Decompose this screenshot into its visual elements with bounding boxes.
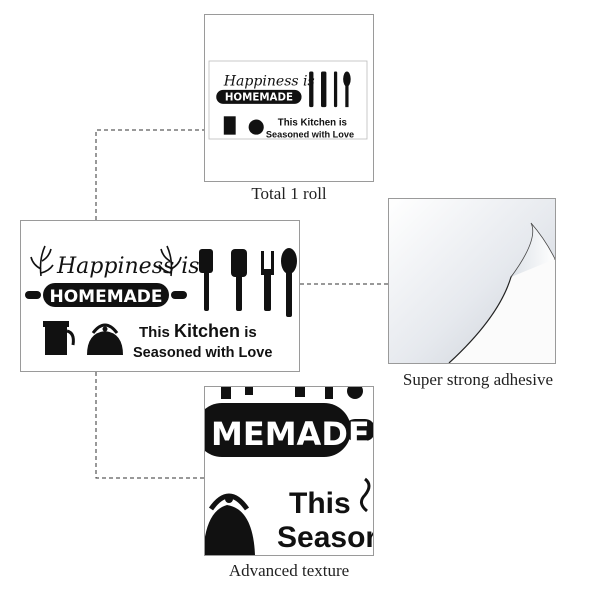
leaf-sprig-right-icon	[158, 245, 182, 277]
leaf-sprig-left-icon	[30, 245, 54, 277]
roll-decal-preview: Happiness is HOMEMADE This Kitchen is Se…	[208, 60, 368, 140]
roll-panel: Happiness is HOMEMADE This Kitchen is Se…	[204, 14, 374, 182]
fork-icon	[261, 251, 274, 311]
turner-icon	[231, 249, 247, 311]
decal-line2: HOMEMADE	[49, 287, 162, 307]
decal-line3: This Kitchen is	[139, 321, 257, 341]
roll-line2: HOMEMADE	[225, 92, 293, 104]
zoom-banner-text: MEMADE	[211, 415, 370, 453]
zoom-line2: Seasor	[277, 521, 373, 554]
coffee-pot-icon	[43, 321, 75, 355]
tea-kettle-icon	[87, 323, 123, 355]
main-decal-panel: Happiness is HOMEMADE	[20, 220, 300, 372]
texture-panel: MEMADE This Seasor	[204, 386, 374, 556]
spoon-icon	[281, 248, 297, 317]
tea-kettle-icon	[205, 493, 255, 555]
main-decal: Happiness is HOMEMADE	[25, 245, 297, 361]
spatula-icon	[199, 249, 213, 311]
adhesive-caption: Super strong adhesive	[402, 370, 554, 389]
adhesive-panel	[388, 198, 556, 364]
texture-zoom: MEMADE This Seasor	[205, 387, 373, 555]
texture-caption: Advanced texture	[228, 561, 350, 580]
roll-line1: Happiness is	[223, 74, 315, 90]
roll-line3: This Kitchen is	[278, 117, 347, 128]
decal-line1: Happiness is	[56, 254, 200, 279]
peeled-film-illustration	[389, 199, 555, 363]
script-k-fragment	[360, 477, 371, 513]
decal-line4: Seasoned with Love	[133, 345, 272, 361]
zoom-line1: This	[289, 487, 351, 520]
roll-caption: Total 1 roll	[251, 184, 327, 203]
rolling-pin-icon	[25, 283, 187, 307]
roll-line4: Seasoned with Love	[266, 129, 354, 139]
